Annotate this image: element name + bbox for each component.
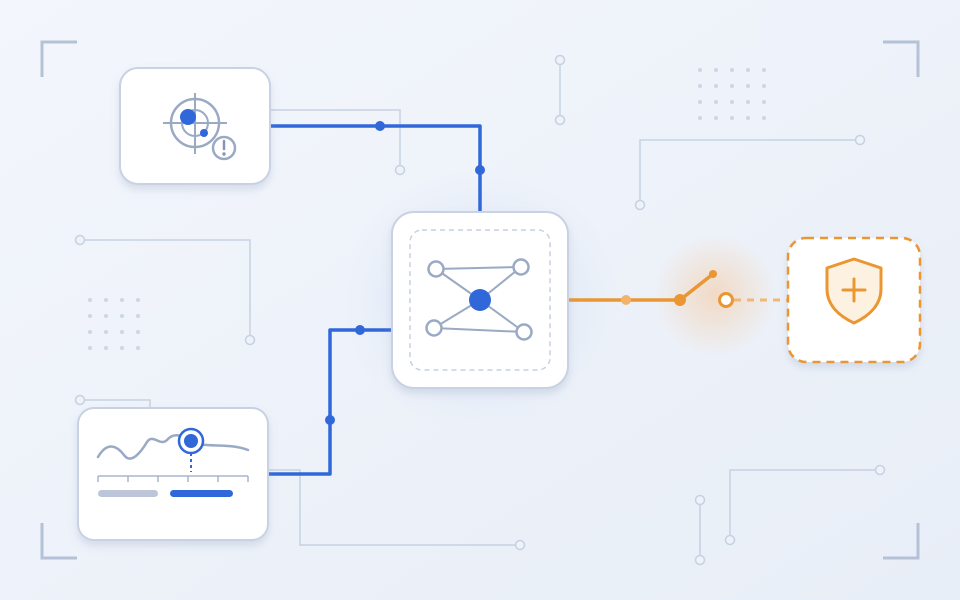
trace-left-lower [80, 399, 151, 408]
monitor-card-frame [77, 407, 269, 541]
graph-node [512, 258, 530, 276]
background-traces [74, 54, 886, 566]
legend-bar-primary [170, 490, 233, 497]
trace-radar-branch [270, 109, 401, 170]
corner-bracket-bottom-right [883, 523, 920, 560]
shield-plus-icon [825, 257, 883, 325]
network-graph-icon [425, 258, 533, 341]
junction-dot [621, 295, 631, 305]
trace-terminal [694, 554, 706, 566]
trace-bottom-right [729, 469, 880, 540]
protection-shield-card[interactable] [786, 236, 922, 364]
corner-bracket-top-right [883, 40, 920, 77]
trace-top-right [639, 139, 860, 205]
network-hub-card[interactable] [391, 211, 569, 389]
graph-node [427, 260, 445, 278]
dot-grid-left [88, 298, 140, 350]
axis-ticks [97, 476, 249, 482]
trace-terminal [394, 164, 406, 176]
trace-bottom [268, 469, 520, 546]
trace-terminal [694, 494, 706, 506]
graph-node [425, 319, 443, 337]
trace-terminal [634, 199, 646, 211]
junction-dot [325, 415, 335, 425]
switch-connector [569, 270, 787, 308]
connector-radar-to-hub [270, 124, 482, 212]
corner-bracket-bottom-left [40, 523, 77, 560]
graph-node [515, 323, 533, 341]
switch-lever [678, 272, 715, 302]
trace-terminal [554, 54, 566, 66]
radar-card[interactable] [119, 67, 271, 185]
marker-dot [184, 434, 198, 448]
trace-left-middle [80, 239, 251, 340]
graph-center-node [469, 289, 491, 311]
switch-contact [718, 292, 734, 308]
corner-bracket-top-left [40, 40, 77, 77]
trace-terminal [244, 334, 256, 346]
dot-grid-top-right [698, 68, 766, 120]
trace-terminal [554, 114, 566, 126]
switch-lever-tip [709, 270, 717, 278]
radar-target-icon [163, 93, 227, 154]
corner-brackets [40, 40, 920, 560]
junction-dot [355, 325, 365, 335]
trace-terminal [74, 234, 86, 246]
trace-terminal [874, 464, 886, 476]
trace-terminal [514, 539, 526, 551]
hub-inner-frame [409, 229, 551, 371]
waveform-chart-icon [96, 427, 250, 497]
trace-terminal [854, 134, 866, 146]
signal-monitor-card[interactable] [77, 407, 269, 541]
trace-terminal [724, 534, 736, 546]
alert-icon [211, 135, 237, 161]
junction-dot [375, 121, 385, 131]
junction-dot [475, 165, 485, 175]
connector-junctions [325, 121, 485, 425]
switch-glow [653, 233, 777, 357]
trace-terminal [74, 394, 86, 406]
legend-bar-muted [98, 490, 158, 497]
